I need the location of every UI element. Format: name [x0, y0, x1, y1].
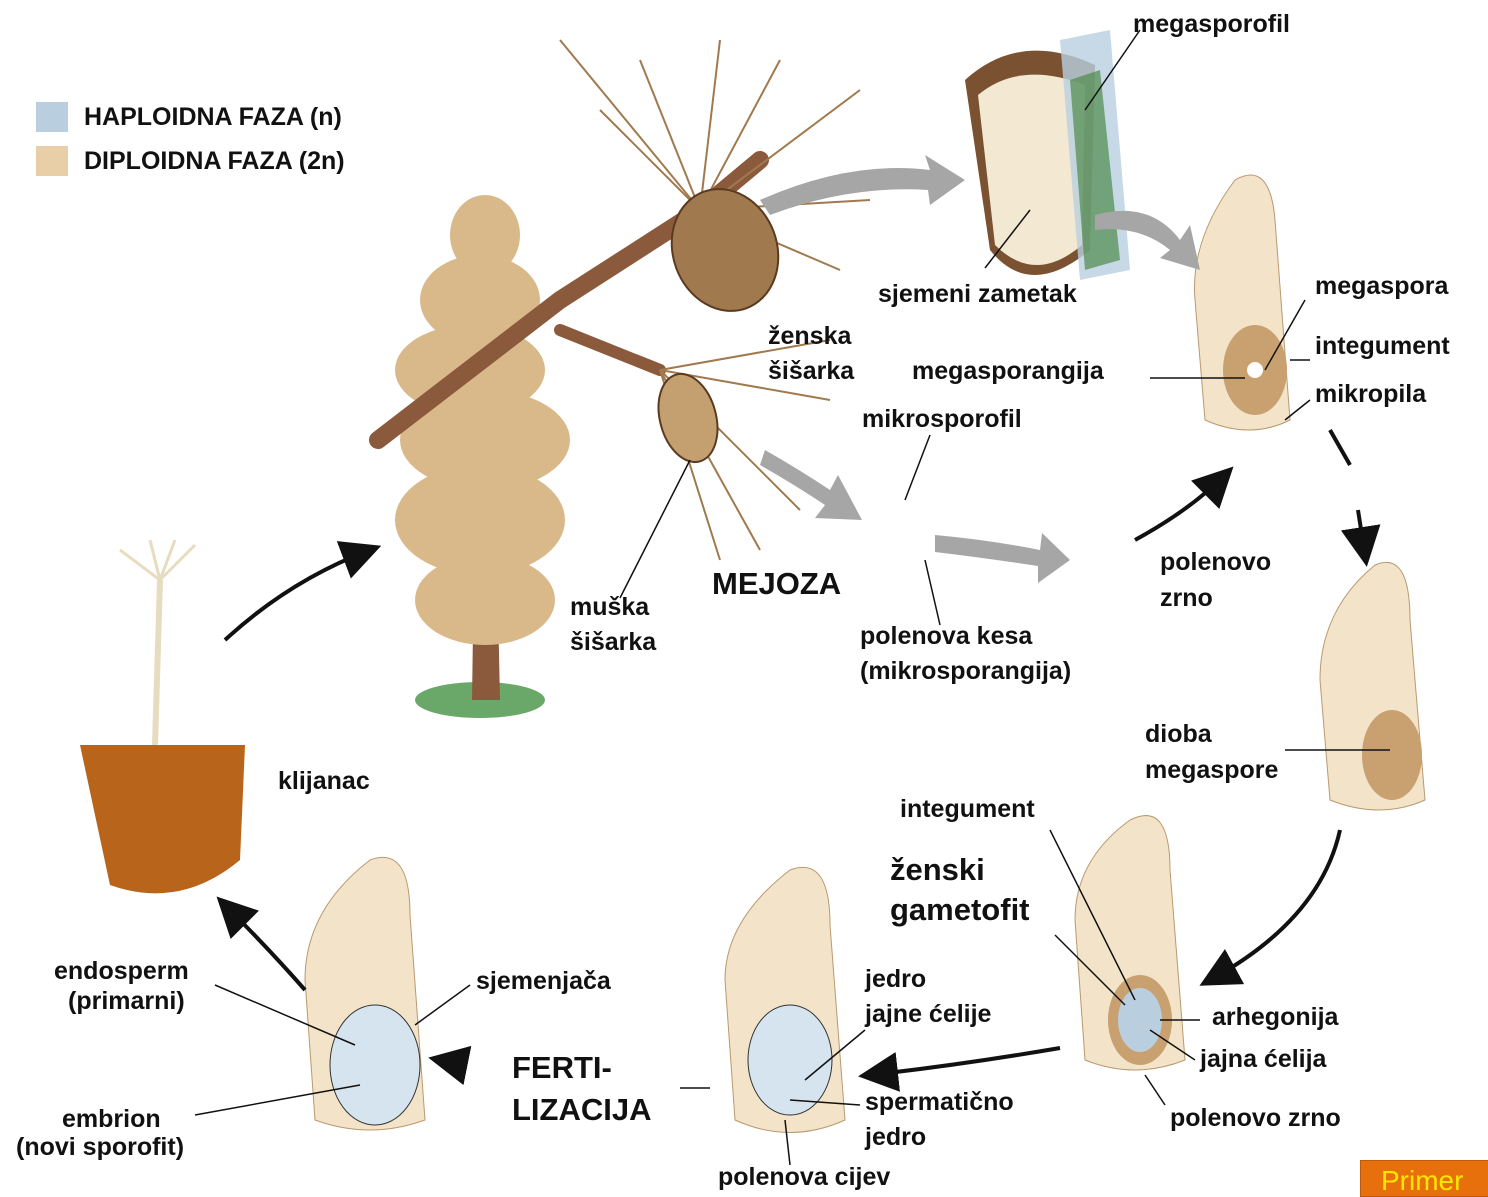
label-zenski-2: gametofit: [890, 892, 1030, 928]
ovule-megaspore-illustration: [1195, 175, 1291, 430]
legend-haploid: HAPLOIDNA FAZA (n): [36, 102, 342, 132]
label-polenova-cijev: polenova cijev: [718, 1163, 890, 1192]
label-ferti-1: FERTI-: [512, 1050, 612, 1086]
label-klijanac: klijanac: [278, 767, 370, 796]
label-muska-1: muška: [570, 593, 649, 622]
seedling-illustration: [80, 540, 245, 893]
label-integument-top: integument: [1315, 332, 1450, 361]
label-spermaticno-1: spermatično: [865, 1088, 1014, 1117]
label-mikropila: mikropila: [1315, 380, 1426, 409]
label-dioba-2: megaspore: [1145, 756, 1278, 785]
label-arhegonija: arhegonija: [1212, 1003, 1338, 1032]
label-zenski-1: ženski: [890, 852, 985, 888]
label-endosperm-2: (primarni): [68, 987, 185, 1016]
legend-diploid: DIPLOIDNA FAZA (2n): [36, 146, 345, 176]
ovule-division-illustration: [1320, 562, 1425, 810]
next-slide-button-label: Primer: [1381, 1165, 1463, 1197]
label-spermaticno-2: jedro: [865, 1123, 926, 1152]
ovule-fertilization-illustration: [725, 867, 845, 1132]
label-megaspora: megaspora: [1315, 272, 1448, 301]
pine-tree-illustration: [395, 195, 570, 718]
label-endosperm-1: endosperm: [54, 957, 189, 986]
seed-illustration: [305, 857, 425, 1130]
label-integument-mid: integument: [900, 795, 1035, 824]
next-slide-button[interactable]: Primer: [1360, 1160, 1488, 1197]
label-polenovo-zrno-2: zrno: [1160, 584, 1213, 613]
label-muska-2: šišarka: [570, 628, 656, 657]
male-cone: [649, 367, 726, 468]
label-sjemenjaca: sjemenjača: [476, 967, 611, 996]
label-megasporofil: megasporofil: [1133, 10, 1290, 39]
label-polenova-kesa-1: polenova kesa: [860, 622, 1032, 651]
label-jajna-celija: jajna ćelija: [1200, 1045, 1326, 1074]
label-jedro-1: jedro: [865, 965, 926, 994]
label-embrion-2: (novi sporofit): [16, 1133, 184, 1162]
label-megasporangija: megasporangija: [912, 357, 1104, 386]
diploid-swatch: [36, 146, 68, 176]
ovule-gametophyte-illustration: [1075, 816, 1185, 1070]
legend-diploid-text: DIPLOIDNA FAZA (2n): [84, 147, 345, 176]
label-polenovo-zrno-1: polenovo: [1160, 548, 1271, 577]
label-jedro-2: jajne ćelije: [865, 1000, 991, 1029]
label-polenovo-zrno-bottom: polenovo zrno: [1170, 1104, 1341, 1133]
label-ferti-2: LIZACIJA: [512, 1092, 652, 1128]
label-zenska-2: šišarka: [768, 357, 854, 386]
label-mejoza: MEJOZA: [712, 566, 841, 602]
megasporophyll-illustration: [965, 30, 1130, 280]
label-embrion-1: embrion: [62, 1105, 161, 1134]
label-mikrosporofil: mikrosporofil: [862, 405, 1022, 434]
label-sjemeni-zametak: sjemeni zametak: [878, 280, 1077, 309]
label-zenska-1: ženska: [768, 322, 851, 351]
label-dioba-1: dioba: [1145, 720, 1212, 749]
haploid-swatch: [36, 102, 68, 132]
legend-haploid-text: HAPLOIDNA FAZA (n): [84, 103, 342, 132]
label-polenova-kesa-2: (mikrosporangija): [860, 657, 1071, 686]
